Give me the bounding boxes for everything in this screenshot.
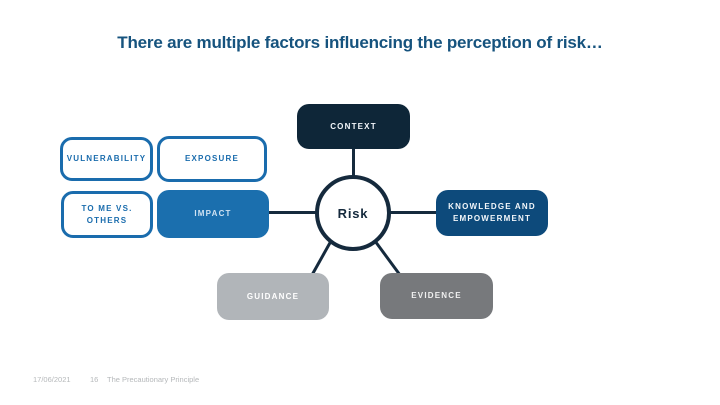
footer-page-number: 16 [90,375,99,384]
node-to-me-vs-others-label: TO ME VS. OTHERS [81,203,133,225]
risk-center-node: Risk [315,175,391,251]
slide-footer: 17/06/2021 16 The Precautionary Principl… [0,375,720,387]
node-guidance: GUIDANCE [217,273,329,320]
node-vulnerability-label: VULNERABILITY [66,154,147,163]
node-exposure: EXPOSURE [157,136,267,182]
footer-deck-title: The Precautionary Principle [107,375,200,384]
slide-title: There are multiple factors influencing t… [117,33,603,52]
node-vulnerability: VULNERABILITY [60,137,153,181]
connector-risk-evidence [373,240,402,276]
risk-center-label: Risk [337,205,369,221]
node-guidance-label: GUIDANCE [246,291,300,301]
node-evidence-label: EVIDENCE [411,291,462,300]
node-knowledge-and-empowerment: KNOWLEDGE AND EMPOWERMENT [436,190,548,236]
footer-date: 17/06/2021 [33,375,71,384]
node-to-me-vs-others: TO ME VS. OTHERS [61,191,153,238]
connector-risk-guidance [310,240,333,276]
node-exposure-label: EXPOSURE [184,154,240,163]
node-evidence: EVIDENCE [380,273,493,319]
node-knowledge-and-empowerment-label: KNOWLEDGE AND EMPOWERMENT [448,202,536,223]
node-context: CONTEXT [297,104,410,149]
node-context-label: CONTEXT [330,121,377,131]
node-impact: IMPACT [157,190,269,238]
node-impact-label: IMPACT [194,209,232,218]
